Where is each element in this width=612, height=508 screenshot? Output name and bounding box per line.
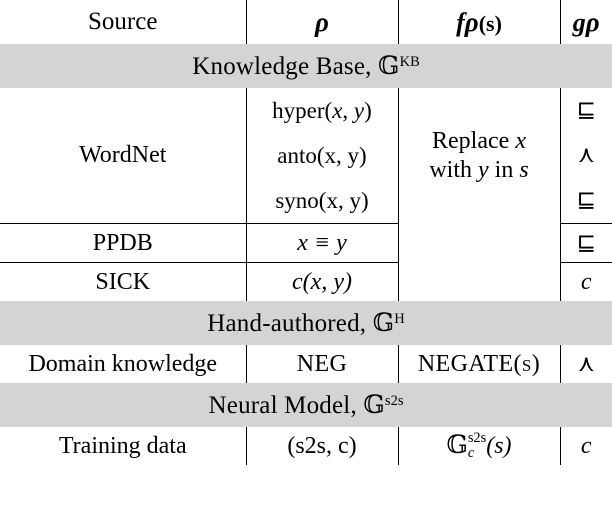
square-subset-icon-3: ⊑ [576,229,596,256]
curly-and-icon: ⋏ [577,142,595,168]
knowledge-source-table: Source ρ fρ(s) gρ Knowledge Base, 𝔾KB Wo… [0,0,612,465]
replace-var-y: y [478,156,489,183]
rho-subscript: ρ [464,6,479,37]
cell-grho-syno: ⊑ [560,178,612,224]
replace-line-2: with y in s [399,156,560,184]
curly-and-icon-2: ⋏ [577,350,595,377]
cell-rho-hyper: hyper(x, y) [246,88,399,133]
section-banner-label-neural: Neural Model, 𝔾s2s [0,383,612,427]
replace-with: with [429,156,478,183]
blackboard-g-icon-4: 𝔾 [446,431,468,459]
replace-var-x: x [515,128,526,155]
rel-hyper-y: y [353,97,365,123]
section-banner-label-hand: Hand-authored, 𝔾H [0,301,612,345]
table-row-wordnet-1: WordNet hyper(x, y) Replace x with y in … [0,88,612,224]
g-argument: (s) [486,432,512,459]
rel-hyper-mid: , [342,97,354,123]
f-argument: (s) [478,10,502,36]
cell-rho-sick: c(x, y) [246,262,399,301]
cell-grho-anto: ⋏ [560,133,612,178]
cell-rho-syno: syno(x, y) [246,178,399,224]
g-symbol: g [572,7,586,37]
table-row-wordnet-3: syno(x, y) ⊑ [0,178,612,224]
section-banner-neural-model: Neural Model, 𝔾s2s [0,383,612,427]
col-header-frho: fρ(s) [398,0,561,44]
rho-symbol: ρ [315,6,329,37]
cell-grho-hyper: ⊑ [560,88,612,133]
cell-frho-negate: NEGATE(s) [398,345,561,383]
banner-text-hand: Hand-authored, [207,310,373,337]
replace-var-s: s [519,156,529,183]
replace-pre: Replace [432,128,516,155]
col-header-source: Source [0,0,247,44]
table-row-domain-knowledge: Domain knowledge NEG NEGATE(s) ⋏ [0,345,612,383]
cell-grho-domain: ⋏ [560,345,612,383]
rel-hyper-post: ) [364,97,372,123]
cell-rho-ppdb: x ≡ y [246,223,399,263]
banner-superscript-neural: s2s [384,393,404,410]
section-banner-knowledge-base: Knowledge Base, 𝔾KB [0,44,612,88]
table-row-wordnet-2: anto(x, y) ⋏ [0,133,612,178]
square-subset-icon-2: ⊑ [576,187,596,213]
col-header-grho: gρ [560,0,612,44]
f-symbol: f [456,7,465,37]
banner-text-kb: Knowledge Base, [192,53,379,80]
cell-source-training: Training data [0,427,247,465]
replace-line-1: Replace x [399,127,560,155]
banner-text-neural: Neural Model, [208,392,364,419]
table-row-ppdb: PPDB x ≡ y ⊑ [0,223,612,263]
section-banner-hand-authored: Hand-authored, 𝔾H [0,301,612,345]
replace-in: in [488,156,520,183]
cell-frho-ppdb-spacer [398,223,561,263]
square-subset-icon: ⊑ [576,97,596,123]
col-header-rho: ρ [246,0,399,44]
blackboard-g-icon-2: 𝔾 [372,310,395,337]
blackboard-g-icon: 𝔾 [378,53,400,80]
cell-source-wordnet: WordNet [0,88,247,224]
cell-frho-replace: Replace x with y in s [398,88,561,224]
banner-superscript-hand: H [394,311,405,328]
cell-grho-ppdb: ⊑ [560,223,612,263]
rho-s2s-text: (s2s, c) [287,432,357,459]
blackboard-g-icon-3: 𝔾 [363,392,385,419]
banner-superscript-kb: KB [399,54,420,71]
cell-rho-neg: NEG [246,345,399,383]
g-superscript-s2s: s2s [467,430,487,447]
cell-grho-sick: c [560,262,612,301]
rel-hyper-pre: hyper( [272,97,333,123]
cell-frho-sick-spacer [398,262,561,301]
g-rho-symbol: ρ [585,6,600,37]
section-banner-label: Knowledge Base, 𝔾KB [0,44,612,88]
cell-source-sick: SICK [0,262,247,301]
cell-source-ppdb: PPDB [0,223,247,263]
cell-source-domain: Domain knowledge [0,345,247,383]
page-tail-stub [0,484,612,508]
cell-grho-training: c [580,432,592,459]
table-row-sick: SICK c(x, y) c [0,262,612,301]
cell-rho-anto: anto(x, y) [246,133,399,178]
g-subscript-c: c [467,445,475,462]
cell-rho-s2s: (s2s, c) [246,427,399,465]
rel-hyper-x: x [332,97,343,123]
table-header-row: Source ρ fρ(s) gρ [0,0,612,44]
